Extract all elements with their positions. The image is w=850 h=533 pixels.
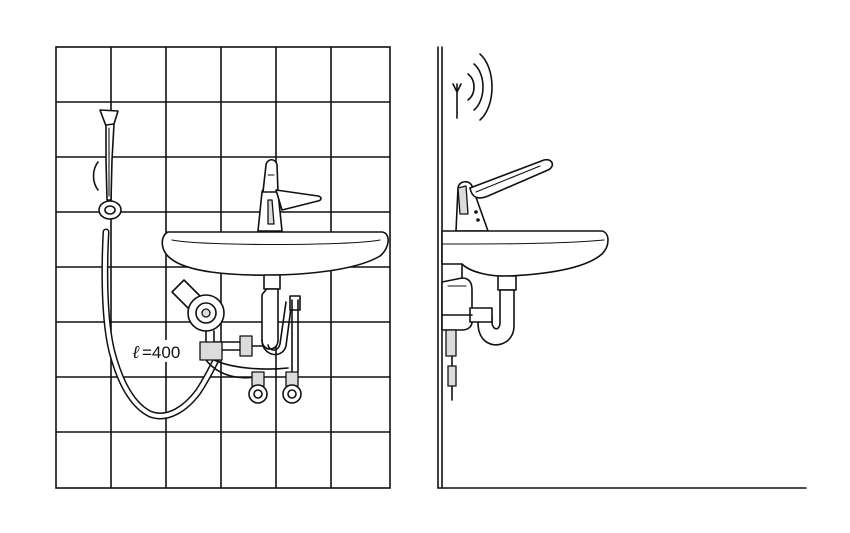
length-symbol: ℓ — [132, 342, 140, 363]
hand-shower-head — [99, 109, 119, 201]
shower-wall-holder — [92, 161, 122, 220]
basin-faucet-side — [455, 158, 554, 232]
wash-basin — [161, 231, 389, 276]
front-view: ℓ =400 — [55, 46, 391, 489]
shower-hose — [101, 228, 220, 420]
supply-pipes — [199, 299, 299, 379]
drain-trap-side — [441, 275, 517, 346]
length-value: =400 — [142, 343, 180, 362]
basin-faucet — [257, 158, 322, 232]
wash-basin-side — [441, 230, 609, 277]
wireless-signal-icon — [452, 53, 493, 121]
drain-trap — [261, 274, 301, 356]
pipe-length-label: ℓ =400 — [128, 340, 184, 363]
control-unit — [171, 279, 225, 332]
angle-valve-left — [248, 371, 268, 404]
side-view — [437, 46, 807, 489]
wall-and-floor — [437, 46, 807, 489]
angle-valve-right — [282, 371, 302, 404]
control-unit-side — [441, 263, 473, 401]
